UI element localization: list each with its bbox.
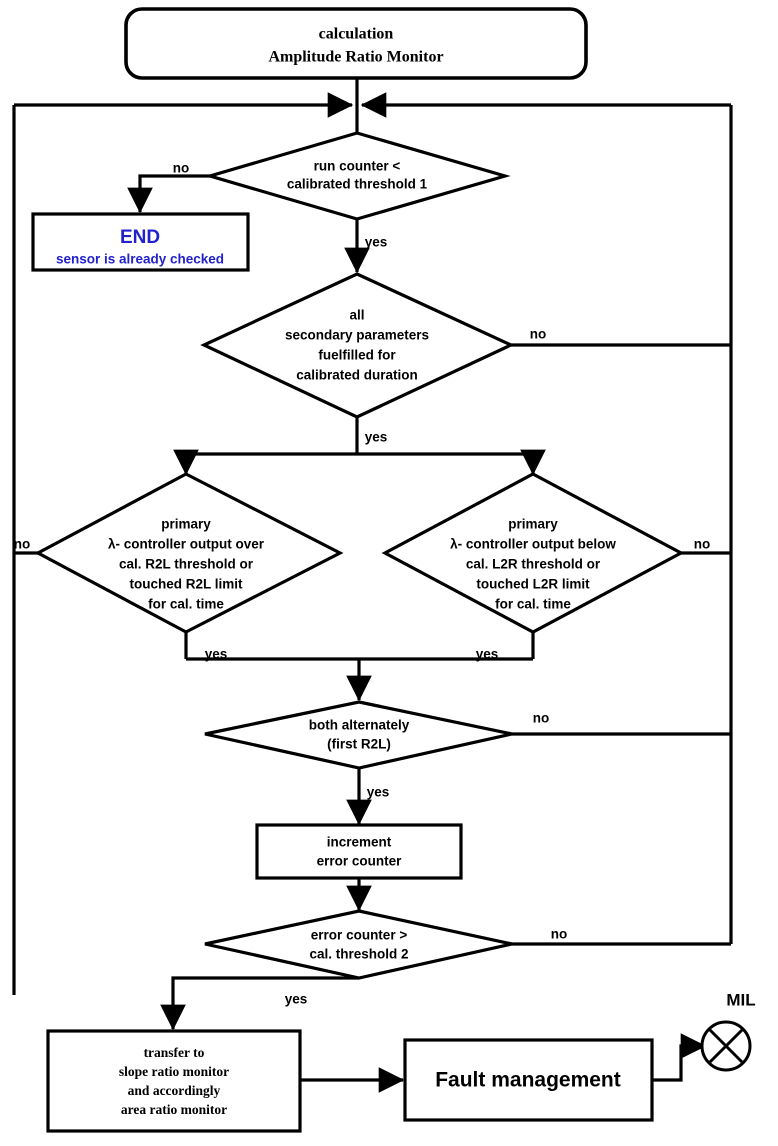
error-counter-yes-label: yes [285,992,308,1007]
run-counter-line1: run counter < [314,159,401,174]
start-box-line2: Amplitude Ratio Monitor [268,49,443,66]
edge-error-yes [160,976,359,1031]
transfer-line3: and accordingly [128,1083,221,1098]
secondary-line1: all [349,308,364,323]
primary-right-line4: touched L2R limit [476,577,590,592]
transfer-line1: transfer to [144,1045,205,1060]
decision-both-alternately [204,700,513,770]
secondary-line3: fuelfilled for [318,348,396,363]
decision-primary-left [34,472,344,634]
process-fault-management [403,1038,654,1122]
transfer-line4: area ratio monitor [121,1102,227,1117]
secondary-no-label: no [530,327,547,342]
process-increment [255,823,463,880]
primary-left-line1: primary [161,517,211,532]
start-box-line1: calculation [319,26,394,43]
primary-right-no-label: no [694,537,711,552]
start-box [124,7,588,80]
secondary-yes-label: yes [365,430,388,445]
process-transfer [46,1029,302,1133]
increment-line1: increment [327,835,392,850]
primary-left-line5: for cal. time [148,597,224,612]
increment-line2: error counter [317,854,403,869]
primary-left-yes-label: yes [205,647,228,662]
mil-label: MIL [726,990,755,1009]
alternately-no-label: no [533,711,550,726]
edge-fault-to-mil [652,1033,707,1082]
primary-right-yes-label: yes [476,647,499,662]
primary-right-line2: λ- controller output below [450,537,616,552]
primary-right-line1: primary [508,517,558,532]
decision-error-counter [204,909,513,980]
alternately-line1: both alternately [309,718,410,733]
decision-primary-right [381,472,685,634]
mil-x-icon [708,1028,744,1064]
primary-right-line3: cal. L2R threshold or [466,557,601,572]
end-box-subtitle: sensor is already checked [56,252,224,267]
error-counter-line2: cal. threshold 2 [309,947,408,962]
run-counter-no-label: no [173,161,190,176]
decision-run-counter [204,131,511,221]
primary-right-line5: for cal. time [495,597,571,612]
secondary-line4: calibrated duration [296,368,418,383]
secondary-line2: secondary parameters [285,328,429,343]
primary-left-line4: touched R2L limit [129,577,243,592]
fault-management-label: Fault management [435,1069,621,1092]
end-box [31,212,250,272]
run-counter-line2: calibrated threshold 1 [287,177,428,192]
error-counter-no-label: no [551,927,568,942]
end-box-title: END [120,227,160,248]
primary-left-no-label: no [14,537,31,552]
primary-left-line3: cal. R2L threshold or [119,557,254,572]
alternately-yes-label: yes [367,785,390,800]
alternately-line2: (first R2L) [327,737,391,752]
decision-secondary-params [200,272,515,419]
error-counter-line1: error counter > [311,928,408,943]
run-counter-yes-label: yes [365,235,388,250]
primary-left-line2: λ- controller output over [108,537,265,552]
edge-run-counter-no [127,174,210,214]
transfer-line2: slope ratio monitor [119,1064,229,1079]
